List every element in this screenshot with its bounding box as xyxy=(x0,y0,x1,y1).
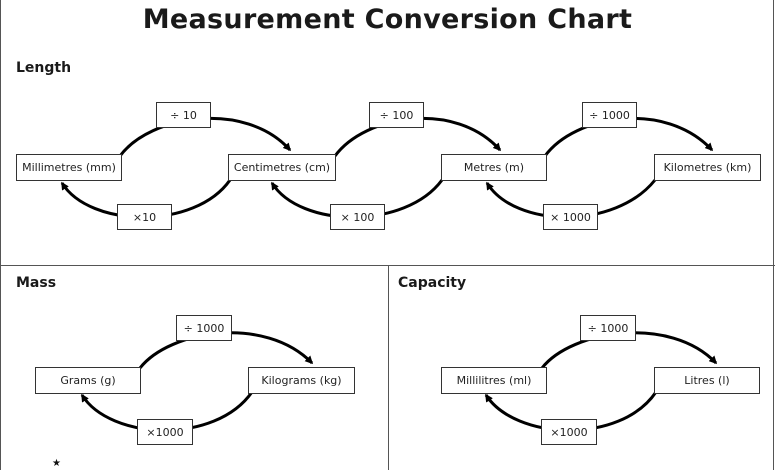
unit-kilometres: Kilometres (km) xyxy=(654,154,761,181)
unit-millilitres: Millilitres (ml) xyxy=(441,367,547,394)
multiply-by-1000-label: × 1000 xyxy=(543,204,598,230)
section-divider-horizontal xyxy=(0,265,775,266)
frame-left-border xyxy=(0,0,1,470)
unit-kilograms: Kilograms (kg) xyxy=(248,367,355,394)
length-heading: Length xyxy=(16,60,72,76)
unit-centimetres: Centimetres (cm) xyxy=(228,154,336,181)
mass-heading: Mass xyxy=(16,275,57,291)
capacity-multiply-label: ×1000 xyxy=(541,419,597,445)
unit-grams: Grams (g) xyxy=(35,367,141,394)
divide-by-10-label: ÷ 10 xyxy=(156,102,211,128)
unit-litres: Litres (l) xyxy=(654,367,760,394)
capacity-divide-label: ÷ 1000 xyxy=(580,315,636,341)
star-icon: ★ xyxy=(52,458,61,469)
page-title: Measurement Conversion Chart xyxy=(142,4,633,35)
unit-metres: Metres (m) xyxy=(441,154,547,181)
unit-millimetres: Millimetres (mm) xyxy=(16,154,122,181)
mass-divide-label: ÷ 1000 xyxy=(176,315,232,341)
frame-right-border xyxy=(773,0,774,470)
multiply-by-100-label: × 100 xyxy=(330,204,385,230)
multiply-by-10-label: ×10 xyxy=(117,204,172,230)
divide-by-100-label: ÷ 100 xyxy=(369,102,424,128)
mass-multiply-label: ×1000 xyxy=(137,419,193,445)
divide-by-1000-label: ÷ 1000 xyxy=(582,102,637,128)
capacity-heading: Capacity xyxy=(398,275,467,291)
section-divider-vertical xyxy=(388,265,389,470)
